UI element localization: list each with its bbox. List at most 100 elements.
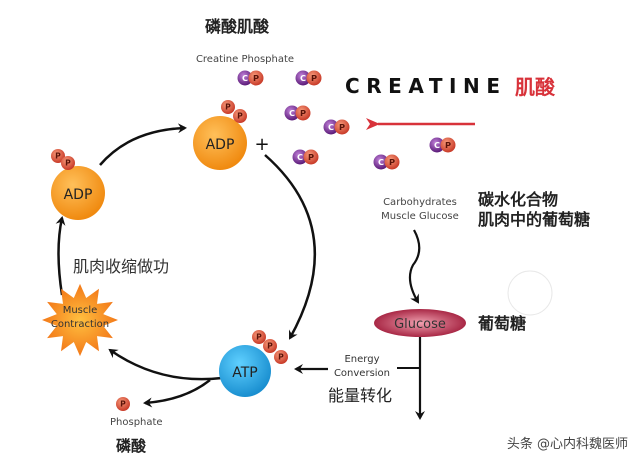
p-ball-letter: P — [65, 159, 71, 168]
p-ball: P — [61, 156, 75, 170]
p-ball-circle — [61, 156, 75, 170]
muscle-en2: Contraction — [51, 319, 109, 330]
p-ball-letter: P — [445, 140, 451, 150]
adp-left-label: ADP — [64, 187, 93, 203]
p-ball: P — [295, 105, 311, 121]
p-ball-letter: P — [278, 353, 284, 362]
c-ball-circle — [429, 137, 445, 153]
plus-sign: + — [254, 134, 269, 155]
p-ball-letter: P — [55, 152, 61, 161]
p-ball-circle — [233, 109, 247, 123]
p-ball: P — [248, 70, 264, 86]
arrow-carb-to-glucose — [408, 229, 421, 304]
p-ball-letter: P — [237, 112, 243, 121]
title-cn: 磷酸肌酸 — [205, 17, 270, 36]
p-ball: P — [440, 137, 456, 153]
phosphate-en: Phosphate — [110, 417, 163, 428]
p-ball-letter: P — [389, 157, 395, 167]
p-ball-circle — [116, 397, 130, 411]
glucose-cn: 葡萄糖 — [477, 314, 526, 333]
arrow-adp-to-adp — [99, 123, 187, 166]
atp-label: ATP — [232, 365, 257, 381]
p-ball: P — [274, 350, 288, 364]
c-ball-letter: C — [242, 73, 248, 83]
atp-node — [219, 345, 271, 397]
energy-en1: Energy — [344, 354, 379, 365]
c-ball-circle — [237, 70, 253, 86]
c-ball-letter: C — [300, 73, 306, 83]
arrow-muscle-to-adp — [55, 216, 66, 296]
p-ball-letter: P — [311, 73, 317, 83]
p-ball-letter: P — [120, 400, 126, 409]
c-ball: C — [429, 137, 445, 153]
phosphate-cn: 磷酸 — [116, 437, 147, 455]
p-ball-circle — [252, 330, 266, 344]
p-ball-circle — [334, 119, 350, 135]
c-ball-letter: C — [328, 122, 334, 132]
c-ball-letter: C — [378, 157, 384, 167]
muscle-en1: Muscle — [63, 305, 98, 316]
adp-top-node — [193, 116, 247, 170]
p-ball-circle — [306, 70, 322, 86]
c-ball-letter: C — [297, 152, 303, 162]
energy-cn: 能量转化 — [328, 386, 392, 405]
p-ball-letter: P — [256, 333, 262, 342]
c-ball: C — [373, 154, 389, 170]
c-ball: C — [295, 70, 311, 86]
muscle-contraction-star — [42, 283, 118, 357]
p-ball-letter: P — [300, 108, 306, 118]
p-ball-letter: P — [225, 103, 231, 112]
p-ball: P — [303, 149, 319, 165]
p-ball: P — [384, 154, 400, 170]
carb-cn2: 肌肉中的葡萄糖 — [478, 210, 590, 229]
creatine-cn: 肌酸 — [515, 75, 556, 99]
carb-cn1: 碳水化合物 — [478, 190, 558, 209]
p-ball: P — [116, 397, 130, 411]
c-ball: C — [284, 105, 300, 121]
p-ball-letter: P — [267, 342, 273, 351]
p-ball-letter: P — [253, 73, 259, 83]
c-ball-circle — [284, 105, 300, 121]
muscle-cn: 肌肉收缩做功 — [73, 257, 169, 276]
watermark: 头条 @心内科魏医师 — [507, 436, 628, 452]
adp-top-label: ADP — [206, 137, 235, 153]
c-ball-letter: C — [434, 140, 440, 150]
p-ball-circle — [248, 70, 264, 86]
adp-left-node — [51, 166, 105, 220]
c-ball-circle — [323, 119, 339, 135]
p-ball: P — [51, 149, 65, 163]
p-ball: P — [252, 330, 266, 344]
p-ball-letter: P — [308, 152, 314, 162]
c-ball-circle — [295, 70, 311, 86]
decorative-circle — [507, 270, 553, 316]
glucose-label: Glucose — [394, 317, 446, 332]
c-ball: C — [323, 119, 339, 135]
p-ball: P — [263, 339, 277, 353]
p-ball-circle — [440, 137, 456, 153]
p-ball-circle — [221, 100, 235, 114]
c-ball-letter: C — [289, 108, 295, 118]
arrow-plus-to-atp — [264, 154, 317, 340]
arrow-atp-to-phosphate — [143, 379, 211, 408]
arrow-atp-to-muscle — [108, 348, 223, 381]
carb-en1: Carbohydrates — [383, 197, 457, 208]
p-ball-circle — [51, 149, 65, 163]
creatine-en: CREATINE — [345, 74, 500, 98]
title-en: Creatine Phosphate — [196, 54, 294, 65]
glucose-node — [374, 309, 466, 337]
energy-en2: Conversion — [334, 368, 390, 379]
c-ball: C — [237, 70, 253, 86]
c-ball-circle — [292, 149, 308, 165]
p-ball: P — [334, 119, 350, 135]
p-ball-circle — [303, 149, 319, 165]
c-ball: C — [292, 149, 308, 165]
carb-en2: Muscle Glucose — [381, 211, 459, 222]
p-ball: P — [233, 109, 247, 123]
p-ball-circle — [384, 154, 400, 170]
p-ball-circle — [274, 350, 288, 364]
p-ball: P — [306, 70, 322, 86]
p-ball-letter: P — [339, 122, 345, 132]
